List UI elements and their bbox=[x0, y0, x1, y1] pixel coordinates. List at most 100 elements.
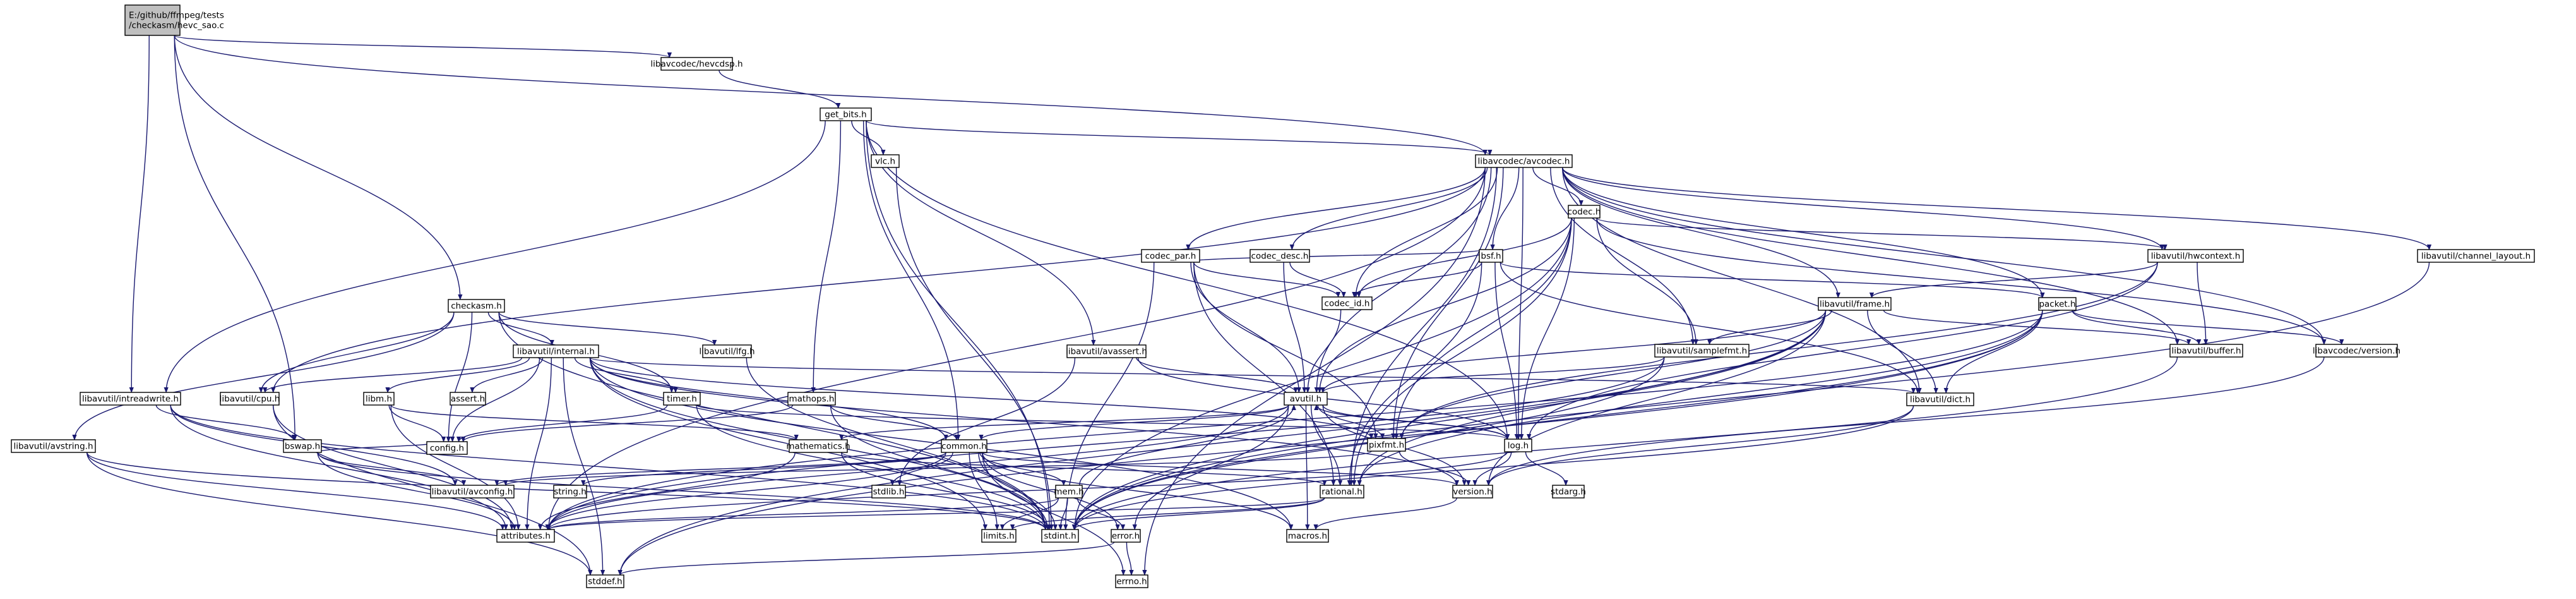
node-box bbox=[220, 392, 280, 406]
edge-rational-to-attributes bbox=[549, 497, 1325, 530]
edge-bsf-to-packet bbox=[1500, 262, 2042, 298]
node-box bbox=[1284, 392, 1328, 406]
node-label: version.h bbox=[1453, 487, 1492, 497]
edge-get_bits-to-mathops bbox=[813, 120, 842, 392]
node-log[interactable]: log.h bbox=[1504, 439, 1532, 452]
node-box bbox=[80, 392, 181, 406]
node-codec-id[interactable]: codec_id.h bbox=[1321, 296, 1373, 310]
node-timer[interactable]: timer.h bbox=[663, 392, 701, 406]
node-codec-desc[interactable]: codec_desc.h bbox=[1249, 249, 1310, 263]
node-box bbox=[1111, 529, 1141, 543]
edge-checkasm-to-cpu bbox=[261, 312, 455, 392]
edge-codec_desc-to-avutil bbox=[1283, 262, 1304, 392]
node-hevcdsp[interactable]: libavcodec/hevcdsp.h bbox=[650, 57, 743, 71]
edge-bsf-to-codec_id bbox=[1354, 262, 1482, 298]
node-lfg[interactable]: libavutil/lfg.h bbox=[699, 344, 755, 358]
node-buffer[interactable]: libavutil/buffer.h bbox=[2169, 344, 2243, 358]
node-version[interactable]: version.h bbox=[1452, 485, 1493, 499]
edge-common-to-stdint bbox=[978, 452, 1056, 529]
node-box bbox=[871, 485, 906, 499]
node-assert[interactable]: assert.h bbox=[450, 392, 486, 406]
node-label: common.h bbox=[941, 442, 987, 452]
node-stdlib[interactable]: stdlib.h bbox=[871, 485, 906, 499]
edge-libm-to-attributes bbox=[390, 404, 518, 529]
edge-bswap-to-config bbox=[317, 441, 440, 453]
node-label: vlc.h bbox=[875, 157, 895, 167]
node-cpu[interactable]: libavutil/cpu.h bbox=[220, 392, 280, 406]
node-pixfmt[interactable]: pixfmt.h bbox=[1367, 438, 1406, 452]
node-label: checkasm.h bbox=[451, 301, 502, 312]
node-frame[interactable]: libavutil/frame.h bbox=[1818, 297, 1892, 311]
node-rational[interactable]: rational.h bbox=[1320, 485, 1364, 499]
node-avassert[interactable]: libavutil/avassert.h bbox=[1066, 344, 1147, 358]
node-bsf[interactable]: bsf.h bbox=[1479, 249, 1503, 263]
node-label: E:/github/ffmpeg/tests bbox=[129, 11, 224, 21]
node-attributes[interactable]: attributes.h bbox=[496, 529, 555, 543]
node-avconfig[interactable]: libavutil/avconfig.h bbox=[430, 485, 515, 499]
node-stdarg[interactable]: stdarg.h bbox=[1551, 485, 1586, 499]
node-box bbox=[1286, 529, 1329, 543]
node-codec-par[interactable]: codec_par.h bbox=[1141, 249, 1200, 263]
node-box bbox=[1654, 344, 1750, 358]
node-box bbox=[1552, 485, 1585, 499]
edge-avc_version-to-version bbox=[1489, 356, 2325, 485]
node-label: timer.h bbox=[667, 394, 697, 404]
edge-avcodec-to-rational bbox=[1351, 167, 1497, 485]
edge-avcodec-to-buffer bbox=[1562, 167, 2178, 344]
node-config[interactable]: config.h bbox=[426, 441, 468, 455]
node-hwcontext[interactable]: libavutil/hwcontext.h bbox=[2147, 249, 2244, 263]
node-vlc[interactable]: vlc.h bbox=[871, 154, 900, 168]
node-string[interactable]: string.h bbox=[553, 485, 587, 499]
node-avutil[interactable]: avutil.h bbox=[1284, 392, 1328, 406]
node-box bbox=[2169, 344, 2243, 358]
node-limits[interactable]: limits.h bbox=[981, 529, 1017, 543]
edge-packet-to-avc_version bbox=[2072, 310, 2342, 345]
node-libm[interactable]: libm.h bbox=[363, 392, 395, 406]
node-codec[interactable]: codec.h bbox=[1568, 205, 1601, 219]
edge-common-to-string bbox=[583, 452, 946, 486]
node-mathematics[interactable]: mathematics.h bbox=[786, 439, 850, 453]
edge-common-to-attributes bbox=[547, 452, 946, 530]
node-label: mathops.h bbox=[789, 394, 835, 404]
node-internal[interactable]: libavutil/internal.h bbox=[513, 344, 599, 358]
edge-codec-to-pixfmt bbox=[1397, 217, 1572, 439]
node-packet[interactable]: packet.h bbox=[2038, 297, 2077, 311]
node-mem[interactable]: mem.h bbox=[1054, 485, 1084, 499]
node-errno[interactable]: errno.h bbox=[1115, 574, 1148, 588]
edge-hwcontext-to-log bbox=[1529, 262, 2158, 439]
node-stdint[interactable]: stdint.h bbox=[1041, 529, 1079, 543]
node-label: libavutil/cpu.h bbox=[220, 394, 280, 404]
edge-samplefmt-to-attributes bbox=[549, 356, 1665, 529]
node-channel-layout[interactable]: libavutil/channel_layout.h bbox=[2417, 249, 2535, 263]
node-dict[interactable]: libavutil/dict.h bbox=[1906, 392, 1974, 406]
node-common[interactable]: common.h bbox=[941, 439, 987, 453]
node-macros[interactable]: macros.h bbox=[1286, 529, 1329, 543]
edge-avutil-to-macros bbox=[1306, 404, 1307, 529]
edge-dict-to-stdint bbox=[1075, 405, 1914, 529]
edge-bswap-to-avconfig bbox=[317, 452, 464, 486]
edge-samplefmt-to-avutil bbox=[1323, 356, 1665, 393]
node-bswap[interactable]: bswap.h bbox=[283, 439, 322, 453]
edge-avcodec-to-channel_layout bbox=[1562, 167, 2430, 250]
node-avstring[interactable]: libavutil/avstring.h bbox=[11, 439, 96, 453]
edge-dict-to-version bbox=[1489, 405, 1914, 486]
node-box bbox=[1818, 297, 1892, 311]
node-intreadwrite[interactable]: libavutil/intreadwrite.h bbox=[80, 392, 181, 406]
node-box bbox=[2315, 344, 2398, 358]
node-box bbox=[450, 392, 486, 406]
node-avcodec[interactable]: libavcodec/avcodec.h bbox=[1475, 154, 1573, 168]
node-box bbox=[702, 344, 752, 358]
node-box bbox=[1041, 529, 1079, 543]
node-mathops[interactable]: mathops.h bbox=[787, 392, 836, 406]
node-avc-version[interactable]: libavcodec/version.h bbox=[2313, 344, 2400, 358]
node-label: libavutil/channel_layout.h bbox=[2421, 251, 2531, 262]
node-samplefmt[interactable]: libavutil/samplefmt.h bbox=[1654, 344, 1750, 358]
node-error[interactable]: error.h bbox=[1111, 529, 1141, 543]
node-get-bits[interactable]: get_bits.h bbox=[820, 107, 872, 121]
node-label: mathematics.h bbox=[786, 442, 850, 452]
node-checkasm[interactable]: checkasm.h bbox=[448, 299, 505, 313]
node-root[interactable]: E:/github/ffmpeg/tests/checkasm/hevc_sao… bbox=[124, 4, 224, 36]
node-stddef[interactable]: stddef.h bbox=[586, 574, 624, 588]
node-label: assert.h bbox=[451, 394, 485, 404]
